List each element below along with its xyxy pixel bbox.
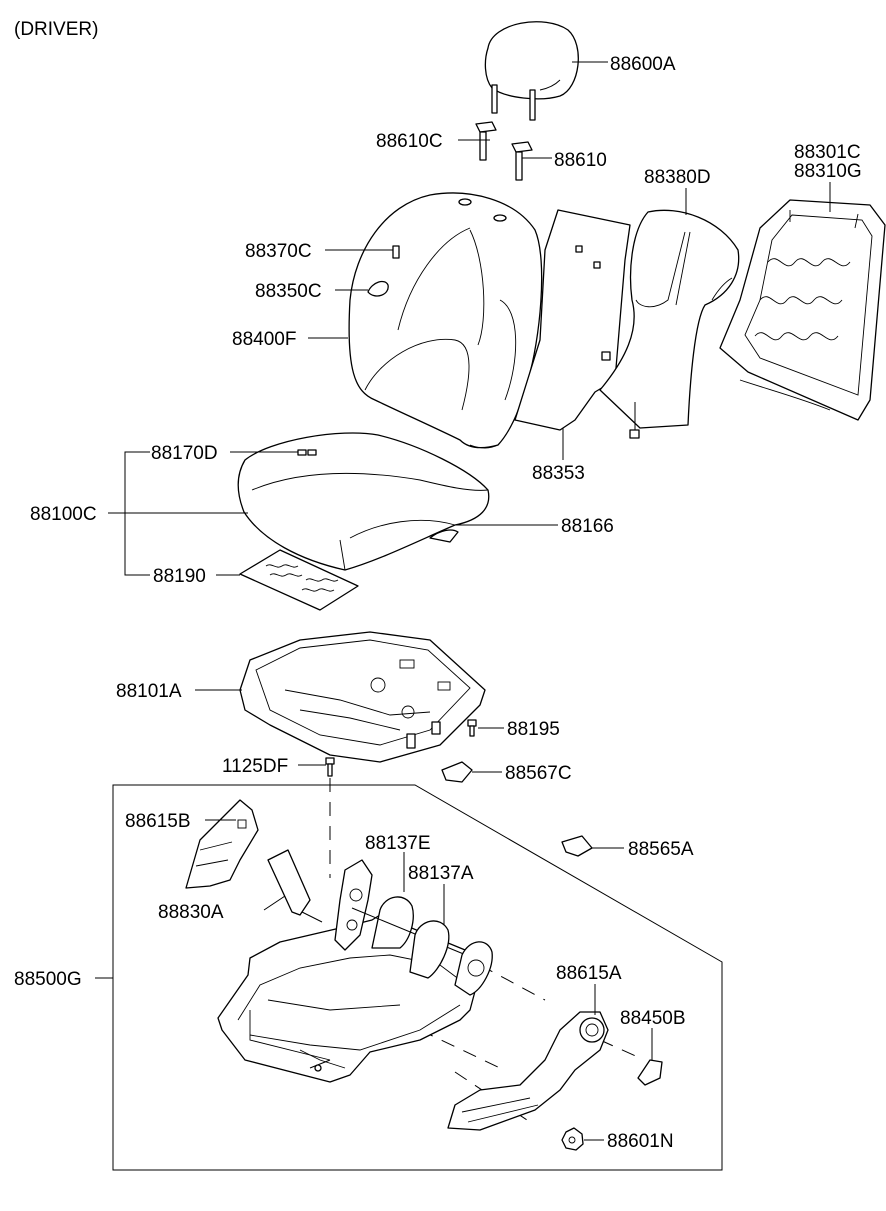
label-88615A: 88615A (556, 963, 622, 984)
side-shield-front-part (447, 1011, 609, 1131)
label-88615B: 88615B (125, 811, 191, 832)
label-88601N: 88601N (607, 1131, 674, 1152)
label-88170D: 88170D (151, 443, 218, 464)
label-88301C: 88301C (794, 142, 861, 163)
headrest-guide-left (475, 121, 497, 161)
label-88190: 88190 (153, 566, 206, 587)
label-88137A: 88137A (408, 863, 474, 884)
headrest-part (484, 21, 579, 121)
label-88310G: 88310G (794, 161, 862, 182)
recliner-lever-part (637, 1059, 663, 1086)
seatback-frame-part (719, 199, 886, 421)
bolt-88195 (467, 719, 477, 737)
assembly-box (112, 784, 723, 1171)
seat-belt-buckle-part (267, 849, 323, 923)
label-88400F: 88400F (232, 329, 296, 350)
label-88353: 88353 (532, 463, 585, 484)
seat-cushion-cover-part (237, 432, 490, 571)
label-88350C: 88350C (255, 281, 322, 302)
clip-88567C (441, 761, 473, 783)
label-1125DF: 1125DF (222, 756, 288, 777)
leader-lines (95, 61, 831, 1141)
recliner-inner-part (334, 859, 373, 951)
knob-88601N (561, 1127, 584, 1151)
label-88195: 88195 (507, 719, 560, 740)
diagram-title: (DRIVER) (14, 19, 98, 40)
clip-88565A (561, 835, 593, 857)
alignment-line (599, 1039, 641, 1059)
label-88450B: 88450B (620, 1008, 686, 1029)
headrest-guide-right (511, 141, 533, 181)
alignment-line (419, 1029, 501, 1069)
recliner-outer-part (409, 920, 493, 996)
label-88610C: 88610C (376, 131, 443, 152)
label-88166: 88166 (561, 516, 614, 537)
label-88100C: 88100C (30, 504, 97, 525)
label-88380D: 88380D (644, 167, 711, 188)
label-88830A: 88830A (158, 902, 224, 923)
label-88370C: 88370C (245, 241, 312, 262)
label-88565A: 88565A (628, 839, 694, 860)
label-88600A: 88600A (610, 54, 676, 75)
seatback-pad-part (599, 209, 740, 439)
label-88101A: 88101A (116, 681, 182, 702)
bolt-1125DF (325, 757, 335, 777)
label-88137E: 88137E (365, 833, 431, 854)
side-shield-rear-part (185, 799, 259, 889)
cover-patch-88350C (367, 280, 389, 297)
label-88500G: 88500G (14, 969, 82, 990)
alignment-line (479, 964, 546, 1001)
cover-tag-88370C (392, 245, 400, 259)
seatback-sheet-part (514, 209, 631, 431)
label-88567C: 88567C (505, 763, 572, 784)
cushion-frame-part (239, 631, 486, 763)
label-88610: 88610 (554, 150, 607, 171)
seatback-cover-part (348, 192, 543, 449)
seat-heater-mat-part (239, 549, 359, 611)
